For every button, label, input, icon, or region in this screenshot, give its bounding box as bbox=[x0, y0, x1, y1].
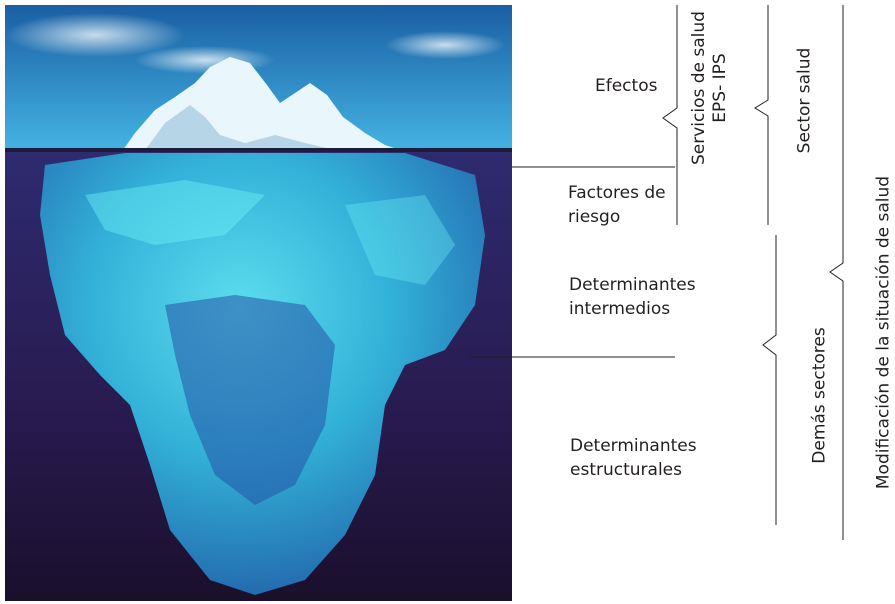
label-servicios-de-salud: Servicios de salud EPS- IPS bbox=[689, 11, 730, 165]
iceberg-highlight bbox=[345, 195, 455, 285]
label-determinantes-intermedios: Determinantes intermedios bbox=[569, 275, 696, 319]
waterline bbox=[5, 148, 512, 152]
label-efectos: Efectos bbox=[595, 76, 658, 96]
cloud bbox=[385, 31, 505, 59]
bracket-sector-salud bbox=[754, 5, 769, 225]
label-modificacion-situacion-salud: Modificación de la situación de salud bbox=[873, 175, 894, 490]
cloud bbox=[5, 13, 185, 57]
label-determinantes-estructurales: Determinantes estructurales bbox=[570, 436, 697, 480]
bracket-demas-sectores bbox=[762, 235, 777, 525]
iceberg-inner bbox=[165, 295, 335, 505]
label-factores-de-riesgo: Factores de riesgo bbox=[568, 183, 666, 227]
bracket-servicios bbox=[662, 5, 678, 225]
label-sector-salud: Sector salud bbox=[794, 47, 815, 154]
label-demas-sectores: Demás sectores bbox=[809, 327, 830, 464]
iceberg-tip-shadow bbox=[145, 105, 335, 150]
iceberg-highlight bbox=[85, 180, 265, 245]
bracket-modificacion bbox=[829, 5, 844, 540]
iceberg-image bbox=[5, 5, 512, 601]
